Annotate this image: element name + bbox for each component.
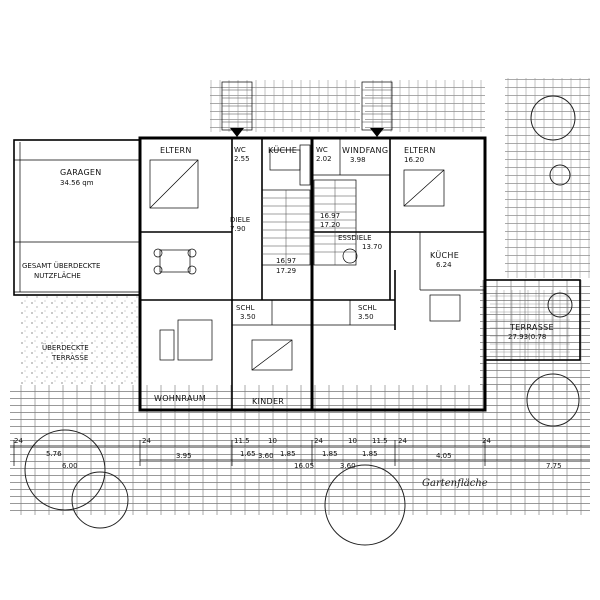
room-eltern-right-name: ELTERN	[404, 146, 436, 155]
room-essdiele-name: ESSDIELE	[338, 234, 372, 242]
room-windfang-name: WINDFANG	[342, 146, 388, 155]
entry-steps-right	[361, 81, 393, 137]
dim-label: 24	[142, 437, 151, 445]
room-stair-left-num: 16.97	[276, 257, 296, 265]
dim-label: 1.85	[322, 450, 338, 458]
room-eltern-left-name: ELTERN	[160, 146, 192, 155]
dim-label: 24	[14, 437, 23, 445]
furniture	[149, 144, 461, 371]
room-diele-left-name: DIELE	[230, 216, 250, 224]
room-terrasse-right-name: TERRASSE	[509, 323, 554, 332]
stairs-right	[313, 179, 357, 266]
covered-terrace-floor	[18, 295, 138, 385]
room-garagen-area: 34.56 qm	[60, 179, 94, 187]
house-walls	[138, 136, 581, 412]
room-kueche-left-name: KÜCHE	[268, 145, 297, 155]
dim-label: 24	[482, 437, 491, 445]
dim-label: 4.05	[436, 452, 452, 460]
terrace-tiles-right	[490, 290, 570, 360]
room-gesamt-line1: GESAMT ÜBERDECKTE	[22, 261, 100, 270]
room-wc-right-name: WC	[316, 146, 328, 154]
dim-label: 6.00	[62, 462, 78, 470]
room-stair-right-area: 17.20	[320, 221, 340, 229]
dim-label: 3.95	[176, 452, 192, 460]
room-kueche-right-area: 6.24	[436, 261, 452, 269]
room-kinder-name: KINDER	[252, 397, 284, 406]
dim-label: 10	[268, 437, 277, 445]
room-wohnraum-name: WOHNRAUM	[154, 394, 206, 403]
room-wc-left-area: 2.55	[234, 155, 250, 163]
room-gesamt-line2: NUTZFLÄCHE	[34, 271, 81, 280]
room-terrasse-left-line2: TERRASSE	[51, 354, 88, 362]
room-stair-right-num: 16.97	[320, 212, 340, 220]
room-terrasse-right-area: 27.93(0.78	[508, 333, 546, 341]
room-labels: GARAGEN 34.56 qm GESAMT ÜBERDECKTE NUTZF…	[22, 145, 554, 406]
room-windfang-area: 3.98	[350, 156, 366, 164]
room-schl-left-name: SCHL	[236, 304, 255, 312]
dim-label: 16.05	[294, 462, 314, 470]
dim-label: 1.85	[280, 450, 296, 458]
garage-block	[13, 139, 141, 296]
dim-label: 3.60	[340, 462, 356, 470]
room-essdiele-area: 13.70	[362, 243, 382, 251]
dim-label: 24	[398, 437, 407, 445]
room-wc-left-name: WC	[234, 146, 246, 154]
dim-label: 24	[314, 437, 323, 445]
room-schl-right-name: SCHL	[358, 304, 377, 312]
garden-handwritten-label: Gartenfläche	[422, 478, 488, 489]
dim-label: 5.76	[46, 450, 62, 458]
room-garagen-name: GARAGEN	[60, 168, 102, 177]
dim-label: 11.5	[234, 437, 250, 445]
stairs-left	[261, 189, 311, 266]
room-kueche-right-name: KÜCHE	[430, 250, 459, 260]
room-diele-left-area: 7.90	[230, 225, 246, 233]
dimension-labels: 24 24 11.5 10 24 10 11.5 24 24 1.65 1.85…	[14, 437, 562, 470]
room-wc-right-area: 2.02	[316, 155, 332, 163]
room-terrasse-left-line1: ÜBERDECKTE	[42, 343, 89, 352]
room-stair-left-area: 17.29	[276, 267, 296, 275]
trees	[24, 95, 580, 546]
room-schl-right-area: 3.50	[358, 313, 374, 321]
room-eltern-right-area: 16.20	[404, 156, 424, 164]
dim-label: 7.75	[546, 462, 562, 470]
dimension-lines	[10, 440, 590, 466]
entry-steps-left	[221, 81, 253, 137]
dim-label: 10	[348, 437, 357, 445]
dim-label: 1.65	[240, 450, 256, 458]
dim-label: 3.60	[258, 452, 274, 460]
room-schl-left-area: 3.50	[240, 313, 256, 321]
dim-label: 1.85	[362, 450, 378, 458]
dim-label: 11.5	[372, 437, 388, 445]
